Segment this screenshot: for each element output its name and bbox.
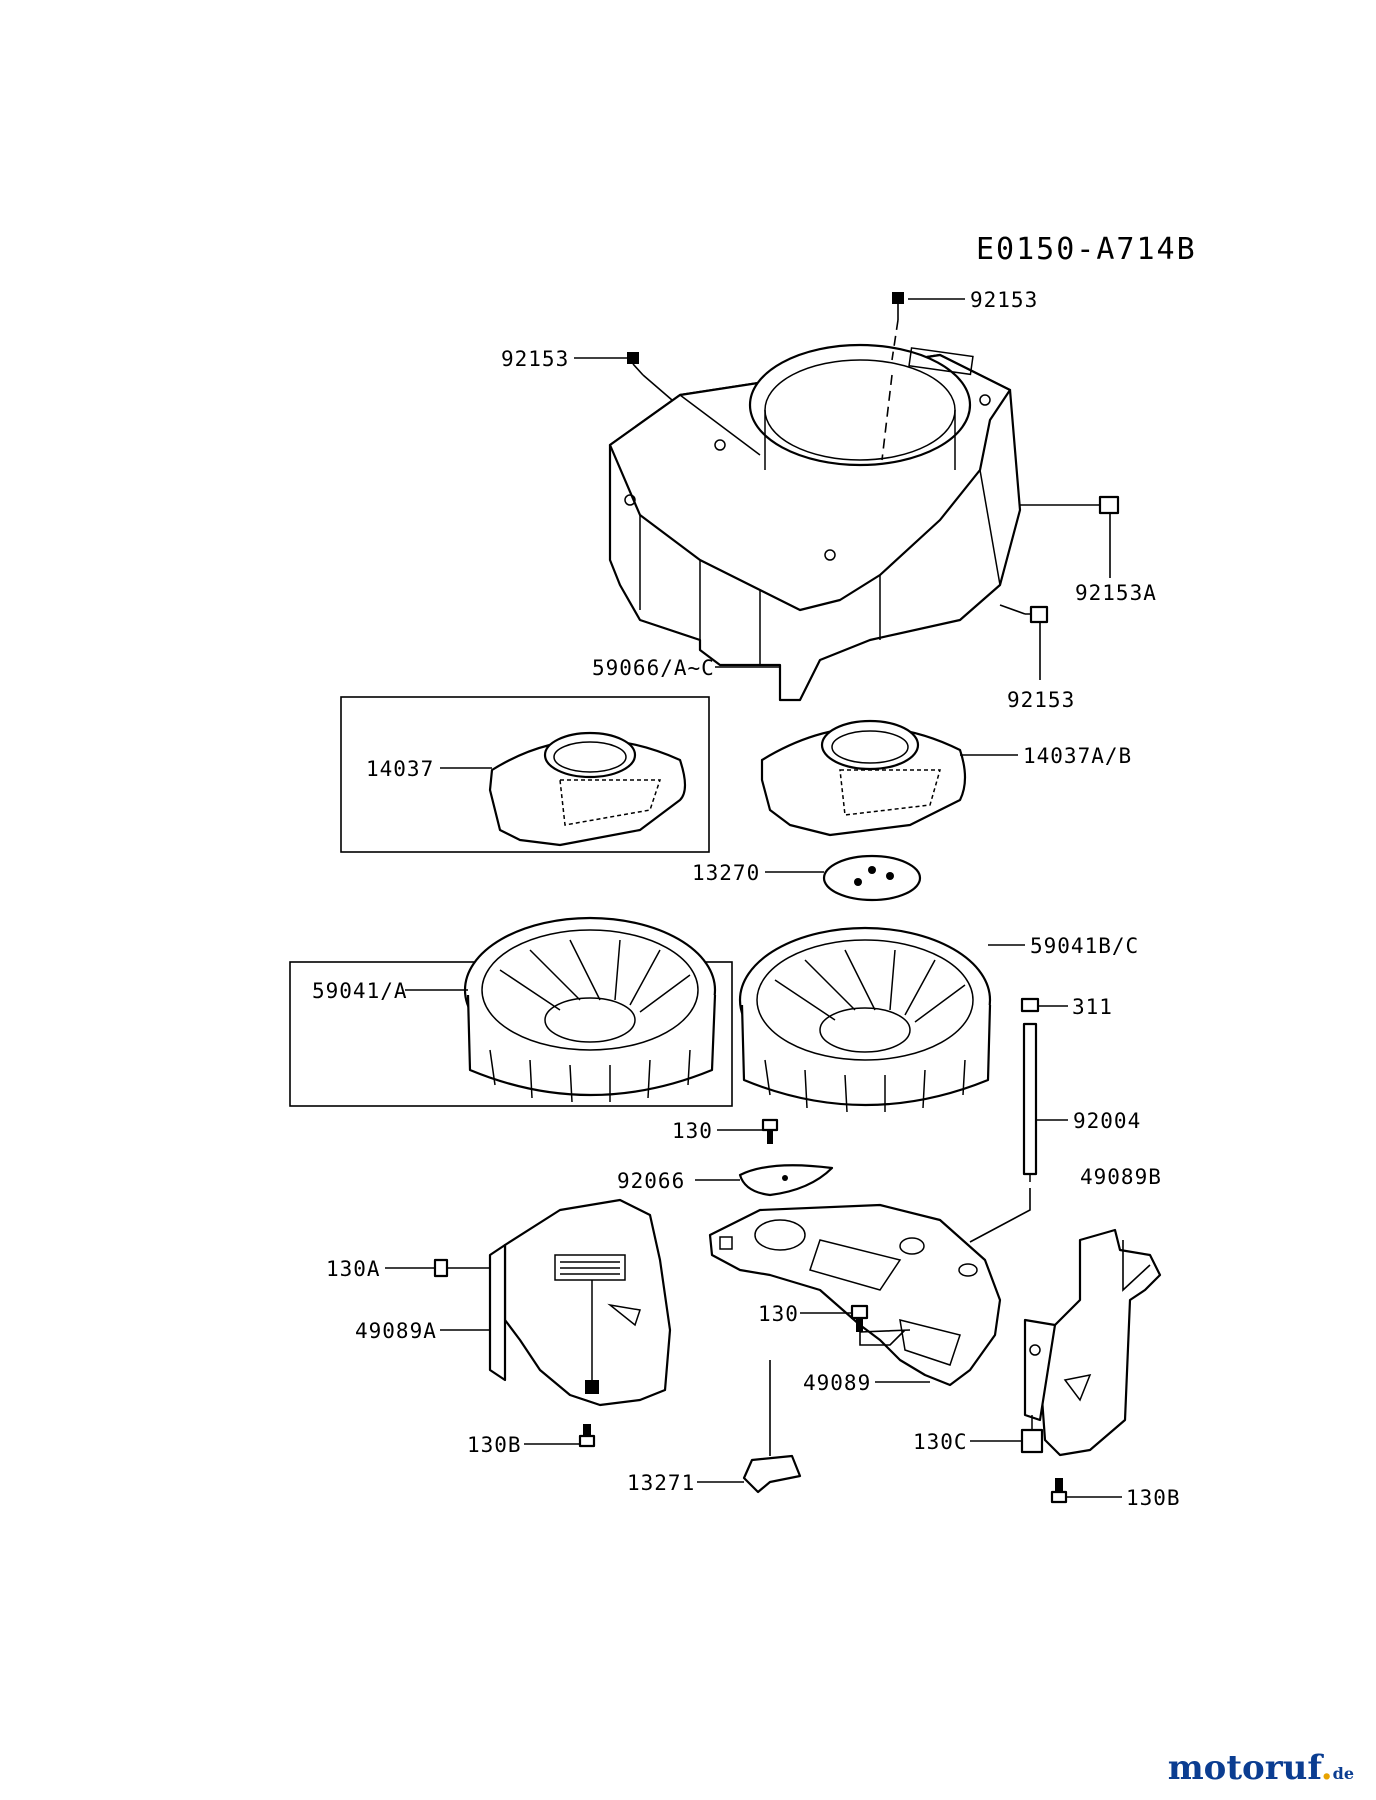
label-14037: 14037 — [366, 757, 434, 781]
screen-14037AB — [760, 719, 967, 837]
label-92153-right: 92153 — [1007, 688, 1075, 712]
label-14037AB: 14037A/B — [1023, 744, 1132, 768]
watermark-tld: de — [1332, 1764, 1354, 1783]
fan-housing — [608, 343, 1022, 702]
screen-14037 — [488, 731, 687, 847]
fan-59041A — [463, 916, 717, 1103]
diagram-code: E0150-A714B — [976, 232, 1197, 267]
nut-311 — [1020, 997, 1040, 1013]
screw-130B-left — [578, 1424, 596, 1448]
label-130B-left: 130B — [467, 1433, 522, 1457]
label-49089: 49089 — [803, 1371, 871, 1395]
label-59066: 59066/A~C — [592, 656, 715, 680]
label-130B-right: 130B — [1126, 1486, 1181, 1510]
label-130-mid: 130 — [758, 1302, 799, 1326]
bolt-92153A — [1078, 495, 1120, 515]
label-130C: 130C — [913, 1430, 968, 1454]
label-13270: 13270 — [692, 861, 760, 885]
label-92066: 92066 — [617, 1169, 685, 1193]
clip-13271 — [742, 1454, 802, 1494]
baffle-49089 — [708, 1203, 1002, 1387]
bolt-130A — [433, 1258, 490, 1278]
label-59041BC: 59041B/C — [1030, 934, 1139, 958]
fan-59041BC — [738, 926, 992, 1113]
shroud-49089B — [1023, 1228, 1162, 1457]
leader-lines — [385, 298, 1151, 1498]
plate-13270 — [822, 854, 922, 902]
label-311: 311 — [1072, 995, 1113, 1019]
stud-92004 — [1022, 1022, 1038, 1182]
label-92153-top: 92153 — [970, 288, 1038, 312]
screw-130-mid — [850, 1304, 869, 1332]
watermark-logo: motoruf.de — [1168, 1748, 1354, 1788]
label-92153-left: 92153 — [501, 347, 569, 371]
label-130-top: 130 — [672, 1119, 713, 1143]
bolt-92153-right — [1025, 605, 1049, 624]
label-49089B: 49089B — [1080, 1165, 1162, 1189]
label-130A: 130A — [326, 1257, 381, 1281]
watermark-dot: . — [1320, 1748, 1333, 1788]
shroud-49089A — [488, 1198, 672, 1407]
bolt-92153-top — [892, 292, 904, 320]
screw-130B-right — [1050, 1478, 1068, 1504]
washer-92066 — [738, 1164, 834, 1197]
label-59041A: 59041/A — [312, 979, 408, 1003]
label-92004: 92004 — [1073, 1109, 1141, 1133]
alt-part-box-14037 — [340, 696, 710, 853]
screw-130-top — [761, 1118, 779, 1144]
bolt-92153-left — [627, 352, 644, 376]
watermark-name: motoruf — [1167, 1748, 1321, 1788]
label-92153A: 92153A — [1075, 581, 1157, 605]
label-13271: 13271 — [627, 1471, 695, 1495]
label-49089A: 49089A — [355, 1319, 437, 1343]
